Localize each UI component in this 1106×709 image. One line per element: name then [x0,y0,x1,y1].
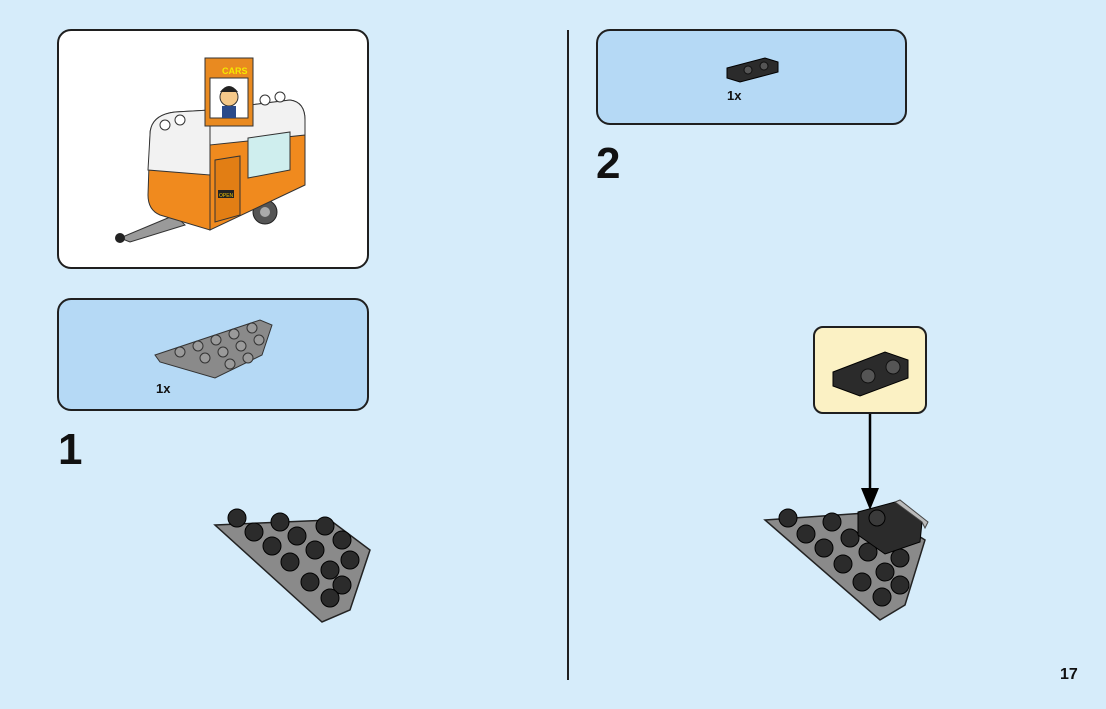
step-1-parts-panel [57,298,369,411]
step-2-number: 2 [596,139,621,188]
step-1-number: 1 [58,425,83,474]
sign-text: CARS [222,66,248,76]
open-sign: OPEN [219,193,234,199]
step-1-part-quantity: 1x [156,381,171,396]
step-divider [567,30,569,680]
step-2-part-quantity: 1x [727,88,742,103]
page-number: 17 [1060,666,1078,683]
